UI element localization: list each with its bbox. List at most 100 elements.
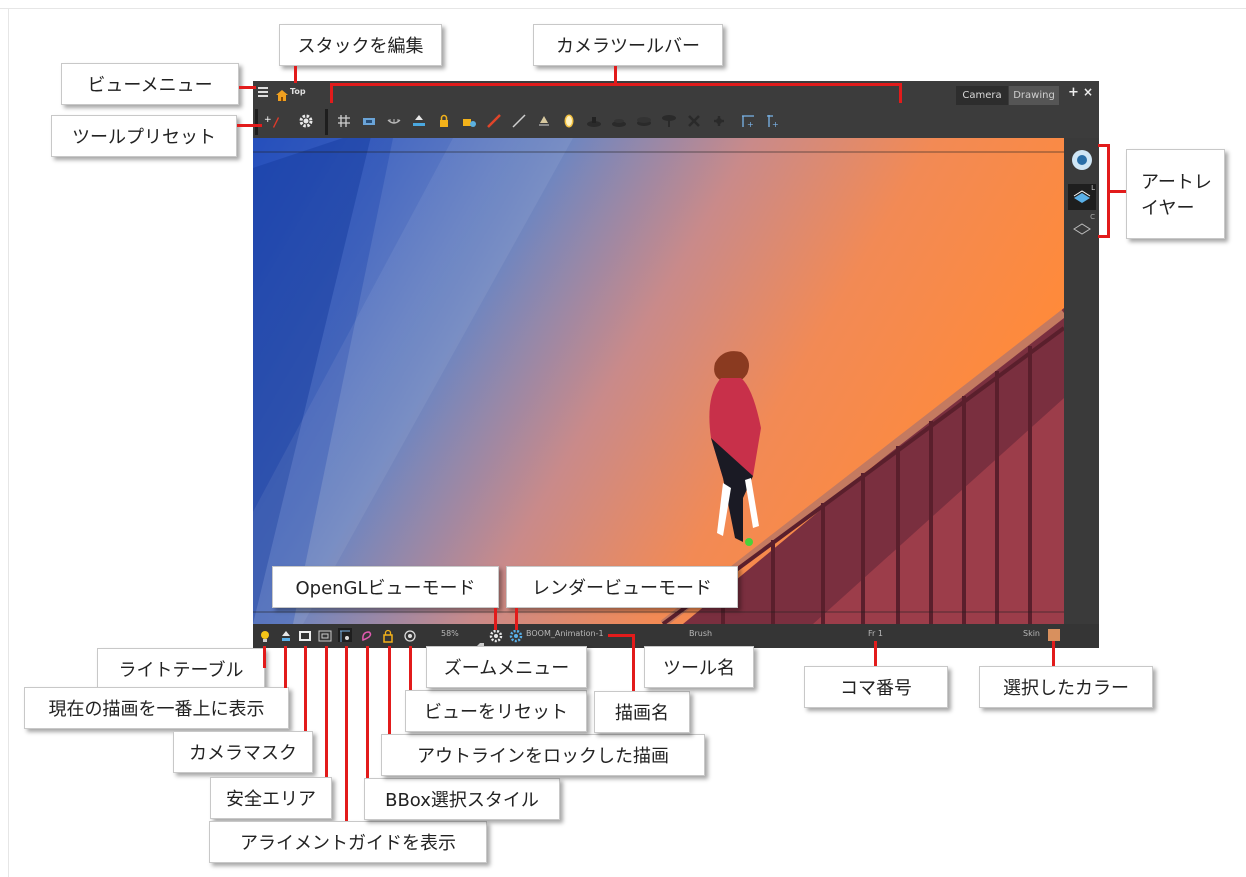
callout-current-drawing-on-top: 現在の描画を一番上に表示 xyxy=(24,687,289,729)
callout-tool-name: ツール名 xyxy=(644,646,754,688)
toolbar-separator xyxy=(325,109,328,135)
color-art-layer-icon[interactable]: C xyxy=(1068,213,1096,238)
callout-zoom-menu: ズームメニュー xyxy=(426,646,587,688)
callout-line xyxy=(325,646,328,777)
outline-lock-icon[interactable] xyxy=(381,628,395,643)
eye-icon[interactable] xyxy=(1072,150,1092,170)
svg-text:+: + xyxy=(264,115,272,125)
callout-line xyxy=(237,124,262,127)
line-art-layer-icon[interactable]: L xyxy=(1068,184,1096,210)
tab-camera[interactable]: Camera xyxy=(956,86,1008,105)
line-icon[interactable] xyxy=(511,113,527,129)
alignment-guide-icon[interactable] xyxy=(338,628,352,642)
lock-icon[interactable] xyxy=(436,113,452,129)
callout-line xyxy=(1052,641,1055,666)
callout-render-view-mode: レンダービューモード xyxy=(506,566,738,608)
callout-line xyxy=(1098,144,1110,147)
callout-line xyxy=(614,66,617,84)
peg-icon[interactable] xyxy=(611,113,627,129)
unlock-icon[interactable] xyxy=(461,113,477,129)
tab-drawing[interactable]: Drawing xyxy=(1009,86,1059,105)
callout-line xyxy=(388,646,391,734)
bone-icon[interactable] xyxy=(711,113,727,129)
callout-outline-locked: アウトラインをロックした描画 xyxy=(381,734,705,776)
character-figure xyxy=(709,351,761,546)
callout-bbox-style: BBox選択スタイル xyxy=(364,778,560,820)
light-table-icon[interactable] xyxy=(386,113,402,129)
light-table-icon[interactable] xyxy=(258,628,272,642)
enable-front-icon[interactable] xyxy=(411,113,427,129)
callout-line xyxy=(1098,235,1110,238)
gear-icon[interactable] xyxy=(298,113,314,129)
color-art-letter: C xyxy=(1090,213,1095,221)
callout-line xyxy=(874,641,877,666)
callout-line xyxy=(409,646,412,690)
callout-line xyxy=(284,646,287,688)
opengl-view-mode-icon[interactable] xyxy=(489,628,503,643)
guide-icon[interactable]: + xyxy=(765,113,781,129)
stamp-icon[interactable] xyxy=(536,113,552,129)
art-layer-label-line1: アートレ xyxy=(1141,172,1212,193)
scene-artwork xyxy=(253,138,1064,624)
callout-drawing-name: 描画名 xyxy=(594,691,690,733)
home-icon[interactable] xyxy=(276,86,288,101)
callout-camera-mask: カメラマスク xyxy=(173,731,313,773)
bbox-icon[interactable] xyxy=(360,628,374,642)
line-art-letter: L xyxy=(1091,184,1095,192)
callout-line xyxy=(494,608,497,630)
camera-toolbar: + + + xyxy=(253,105,1099,139)
onion-skin-icon[interactable] xyxy=(361,113,377,129)
red-pencil-icon[interactable] xyxy=(486,113,502,129)
callout-line xyxy=(239,86,256,89)
callout-edit-stack: スタックを編集 xyxy=(279,24,442,66)
callout-line xyxy=(899,83,902,103)
zoom-level[interactable]: 58% xyxy=(441,629,459,638)
guide-icon[interactable]: + xyxy=(740,113,756,129)
callout-art-layer: アートレ イヤー xyxy=(1126,149,1225,239)
layer-icon[interactable] xyxy=(661,113,677,129)
callout-line xyxy=(1107,190,1126,193)
camera-mask-icon[interactable] xyxy=(298,628,312,642)
current-drawing-icon[interactable] xyxy=(279,628,293,642)
selected-color-swatch[interactable] xyxy=(1048,629,1060,641)
layer-icon[interactable] xyxy=(636,113,652,129)
callout-line xyxy=(366,646,369,778)
callout-light-table: ライトテーブル xyxy=(97,648,265,690)
tool-presets-icon[interactable]: + xyxy=(264,113,280,129)
callout-line xyxy=(330,83,902,86)
render-view-mode-icon[interactable] xyxy=(509,628,523,643)
bone-icon[interactable] xyxy=(686,113,702,129)
view-menu-icon[interactable] xyxy=(258,85,270,99)
close-view-icon[interactable]: × xyxy=(1083,85,1094,99)
zoom-menu-icon[interactable] xyxy=(476,639,484,647)
status-bar: 58% BOOM_Animation-1 Brush Fr 1 Skin xyxy=(253,624,1099,648)
svg-text:+: + xyxy=(747,120,754,129)
safe-area-icon[interactable] xyxy=(318,628,332,642)
add-view-icon[interactable]: + xyxy=(1068,85,1079,100)
reset-view-icon[interactable] xyxy=(403,628,417,642)
callout-line xyxy=(330,83,333,103)
page-border-top xyxy=(0,8,1246,9)
callout-view-menu: ビューメニュー xyxy=(61,63,239,105)
callout-safe-area: 安全エリア xyxy=(210,777,332,819)
callout-line xyxy=(294,66,297,83)
callout-line xyxy=(304,646,307,731)
stack-title[interactable]: Top xyxy=(290,87,306,96)
mirror-icon[interactable] xyxy=(561,113,577,129)
callout-camera-toolbar: カメラツールバー xyxy=(533,24,723,66)
callout-opengl-view-mode: OpenGLビューモード xyxy=(272,566,499,608)
callout-reset-view: ビューをリセット xyxy=(405,690,587,732)
camera-canvas[interactable] xyxy=(253,138,1064,624)
callout-line xyxy=(515,608,518,630)
callout-frame-number: コマ番号 xyxy=(804,666,948,708)
svg-text:+: + xyxy=(772,120,779,129)
peg-icon[interactable] xyxy=(586,113,602,129)
camera-view-window: Top Camera Drawing + × + + + xyxy=(253,81,1099,648)
callout-line xyxy=(632,634,635,691)
art-layer-label-line2: イヤー xyxy=(1141,198,1195,219)
callout-selected-color: 選択したカラー xyxy=(979,666,1153,708)
callout-alignment-guide: アライメントガイドを表示 xyxy=(209,821,487,863)
toolbar-handle xyxy=(255,109,258,135)
grid-icon[interactable] xyxy=(336,113,352,129)
callout-line xyxy=(263,646,266,668)
